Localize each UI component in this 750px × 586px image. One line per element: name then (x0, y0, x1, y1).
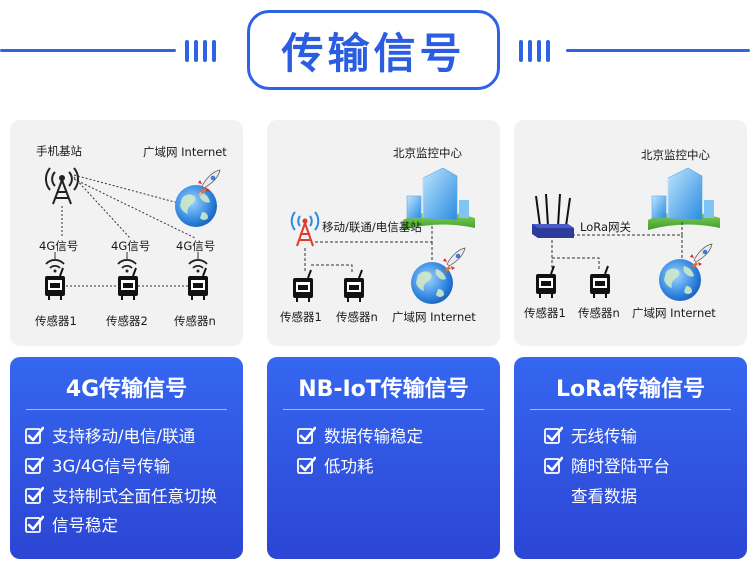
rocket-icon (442, 247, 466, 275)
diagram-lora-graphic (532, 167, 721, 301)
feature-item: 低功耗 (297, 453, 374, 477)
feature-item: 信号稳定 (25, 512, 118, 536)
checkbox-icon (297, 426, 317, 445)
signal-label: 4G信号 (176, 239, 216, 253)
diagram-panel-nbiot: 北京监控中心 移动/联通/电信基站 传感器1 传感器n 广域网 Internet (267, 120, 500, 346)
header-line-right (566, 49, 750, 52)
wan-label: 广域网 Internet (143, 145, 227, 159)
sensor-icon (187, 267, 209, 301)
header-title-box: 传输信号 (247, 10, 500, 90)
lora-gateway-icon (532, 193, 574, 238)
sensor-label: 传感器n (174, 314, 216, 328)
diagram-panel-lora: 北京监控中心 LoRa网关 传感器1 传感器n 广域网 Internet (514, 120, 747, 346)
checkbox-icon (25, 515, 45, 534)
wan-label: 广域网 Internet (632, 306, 716, 320)
divider (530, 409, 731, 410)
base-station-label: 移动/联通/电信基站 (322, 220, 422, 234)
monitor-center-icon (647, 167, 721, 231)
signal-label: 4G信号 (39, 239, 79, 253)
feature-text: 低功耗 (324, 457, 374, 476)
header-line-left (0, 49, 176, 52)
link-lines (61, 174, 198, 287)
monitor-center-label: 北京监控中心 (393, 146, 462, 160)
divider (26, 409, 227, 410)
checkbox-icon (544, 426, 564, 445)
card-lora: LoRa传输信号 无线传输 随时登陆平台 查看数据 (514, 357, 747, 559)
divider (283, 409, 484, 410)
feature-text: 数据传输稳定 (324, 427, 423, 446)
page-title: 传输信号 (281, 28, 466, 78)
feature-item: 随时登陆平台 (544, 453, 670, 477)
checkbox-icon (544, 456, 564, 475)
diagram-panel-4g: 手机基站 广域网 Internet 4G信号 4G信号 4G信号 传感器1 传感… (10, 120, 243, 346)
card-title: NB-IoT传输信号 (298, 377, 469, 402)
cell-tower-icon (290, 211, 320, 247)
sensor-label: 传感器n (336, 310, 378, 324)
feature-text: 随时登陆平台 (571, 457, 670, 476)
feature-text: 支持制式全面任意切换 (52, 487, 217, 506)
sensor-icon (44, 267, 66, 301)
sensor-label: 传感器2 (106, 314, 148, 328)
wifi-icon (117, 259, 137, 274)
header-bars-left (185, 38, 216, 63)
sensor-icon (589, 265, 611, 299)
sensor-icon (343, 269, 365, 303)
sensor-label: 传感器n (578, 306, 620, 320)
sensor-label: 传感器1 (35, 314, 77, 328)
gateway-label: LoRa网关 (580, 220, 632, 234)
checkbox-icon (25, 426, 45, 445)
globe-icon (175, 185, 217, 227)
wan-label: 广域网 Internet (392, 310, 476, 324)
feature-text: 查看数据 (571, 487, 637, 506)
feature-item: 数据传输稳定 (297, 423, 423, 447)
sensor-icon (292, 269, 314, 303)
sensor-icon (535, 265, 557, 299)
checkbox-icon (25, 456, 45, 475)
feature-text: 信号稳定 (52, 516, 118, 535)
cell-tower-icon (45, 167, 79, 205)
card-nbiot: NB-IoT传输信号 数据传输稳定 低功耗 (267, 357, 500, 559)
monitor-center-label: 北京监控中心 (641, 148, 710, 162)
sensor-icon (117, 267, 139, 301)
feature-item: 无线传输 (544, 423, 637, 447)
checkbox-icon (297, 456, 317, 475)
feature-item: 3G/4G信号传输 (25, 453, 170, 477)
feature-text: 支持移动/电信/联通 (52, 427, 196, 446)
rocket-icon (689, 243, 713, 271)
feature-text: 3G/4G信号传输 (52, 457, 171, 476)
feature-item: 支持制式全面任意切换 (25, 483, 217, 507)
header-bars-right (519, 38, 550, 63)
checkbox-icon (25, 486, 45, 505)
sensor-label: 传感器1 (524, 306, 566, 320)
signal-label: 4G信号 (111, 239, 151, 253)
sensor-label: 传感器1 (280, 310, 322, 324)
feature-item: 支持移动/电信/联通 (25, 423, 195, 447)
diagram-nbiot-graphic (290, 167, 476, 304)
base-station-label: 手机基站 (36, 144, 82, 158)
card-title: 4G传输信号 (65, 377, 188, 402)
feature-item-continued: 查看数据 (571, 483, 637, 507)
card-4g: 4G传输信号 支持移动/电信/联通 3G/4G信号传输 支持制式全面任意切换 信… (10, 357, 243, 559)
diagram-4g-graphic (44, 167, 221, 301)
feature-text: 无线传输 (571, 427, 637, 446)
card-title: LoRa传输信号 (556, 377, 705, 402)
